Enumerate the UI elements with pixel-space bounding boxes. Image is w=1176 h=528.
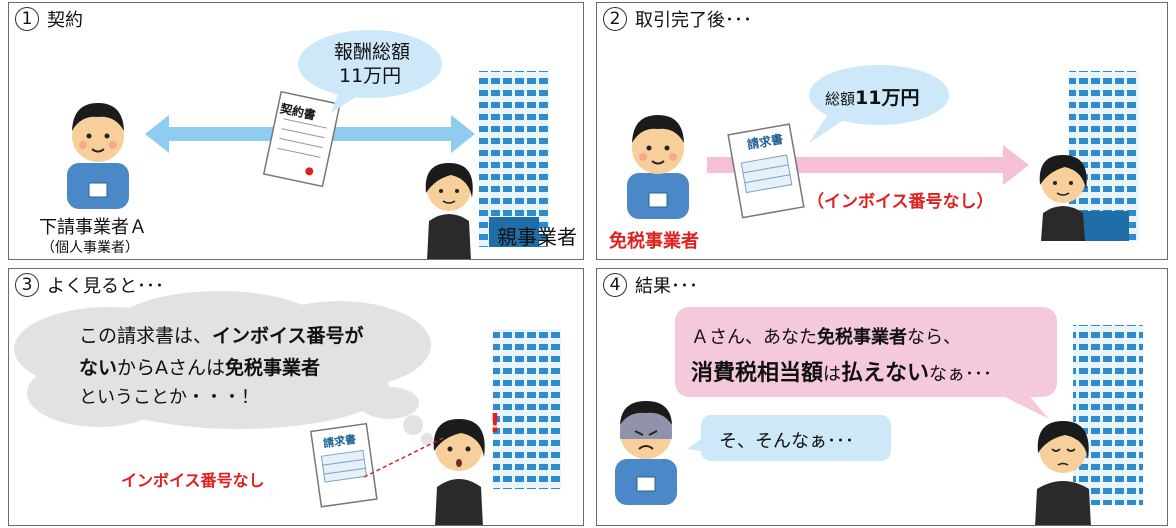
subcontractor-person-icon [67, 103, 129, 209]
thought-line1: この請求書は、インボイス番号が [79, 321, 363, 348]
parent-company-label: 親事業者 [497, 225, 577, 249]
step-number: 4 [603, 273, 627, 297]
invoice-document-icon [309, 422, 378, 508]
exempt-business-label: 免税事業者 [609, 231, 699, 252]
contract-document-icon [262, 90, 341, 188]
thought-line3: ということか・・・！ [79, 387, 259, 408]
dashed-pointer [363, 436, 446, 478]
freelancer-person-icon [627, 115, 689, 219]
thought-cloud [14, 291, 433, 445]
speech-l1c: なら、 [907, 327, 961, 348]
speech-l2d: なぁ･･･ [929, 364, 993, 385]
thought-l2a: ない [79, 357, 118, 379]
client-person-icon [1035, 421, 1091, 525]
blue-speech-bubble [687, 415, 891, 461]
thought-l1a: この請求書は、 [79, 325, 213, 347]
client-person-icon [1039, 155, 1087, 241]
speech-l2b: は [823, 364, 842, 385]
step-number: 3 [15, 273, 39, 297]
bubble-text: 総額11万円 [825, 83, 919, 110]
panel-title: 2 取引完了後･･･ [603, 6, 752, 32]
client-person-icon [433, 419, 485, 525]
result-scene [615, 307, 1143, 525]
panel-result: 4 結果･･･ Ａさん、あなた免税事業者なら、 消費税相当額は払えないなぁ･･･… [596, 268, 1168, 526]
contract-scene [67, 30, 549, 259]
thought-scene [14, 291, 561, 525]
panel-close-look: 3 よく見ると･･･ この請求書は、インボイス番号が ないからAさんは免税事業者… [8, 268, 584, 526]
speech-l2a: 消費税相当額 [691, 361, 824, 386]
panel-title-text: 結果･･･ [635, 276, 698, 297]
panel-after-transaction: 2 取引完了後･･･ 総額11万円 請求書 （インボイス番号なし） 免税事業者 [596, 2, 1168, 260]
panel-title-text: 契約 [47, 10, 83, 31]
speech-l1a: Ａさん、あなた [691, 327, 817, 348]
bubble-prefix: 総額 [825, 90, 856, 108]
subcontractor-name: 下請事業者Ａ [39, 217, 147, 238]
panel-title-text: 取引完了後･･･ [635, 10, 752, 31]
no-invoice-number-label: インボイス番号なし [121, 471, 265, 490]
thought-l2c: 免税事業者 [225, 357, 321, 379]
amount-speech-bubble [298, 30, 442, 113]
subcontractor-type: （個人事業者） [41, 240, 139, 256]
pink-speech-bubble [675, 307, 1057, 419]
thought-l1b: インボイス番号が [212, 325, 364, 347]
building-icon [1073, 325, 1143, 505]
amount-speech-bubble [809, 65, 949, 143]
freelancer-person-icon [615, 401, 677, 505]
bubble-amount: 11万円 [855, 87, 920, 109]
speech-line2: 消費税相当額は払えないなぁ･･･ [691, 355, 992, 387]
step-number: 1 [15, 7, 39, 31]
speech-line1: Ａさん、あなた免税事業者なら、 [691, 323, 961, 349]
reply-text: そ、そんなぁ･･･ [719, 431, 854, 452]
invoice-scene [627, 65, 1139, 241]
speech-l2c: 払えない [841, 361, 930, 386]
building-icon [479, 71, 549, 247]
parent-company-person-icon [425, 163, 473, 259]
building-icon [493, 329, 561, 489]
panel-title: 1 契約 [15, 6, 83, 32]
invoice-document-icon [727, 123, 805, 219]
panel-contract: 1 契約 報酬総額 11万円 契約書 下請事業者Ａ （個人事業者） 親事業者 [8, 2, 584, 260]
thought-l2b: からAさんは [117, 357, 226, 379]
panel-title: 3 よく見ると･･･ [15, 272, 164, 298]
exclamation-mark: ! [489, 409, 501, 439]
no-invoice-number-label: （インボイス番号なし） [807, 192, 994, 212]
step-number: 2 [603, 7, 627, 31]
bubble-line1: 報酬総額 [334, 41, 411, 63]
thought-line2: ないからAさんは免税事業者 [79, 353, 320, 380]
bubble-line2: 11万円 [339, 65, 402, 87]
speech-l1b: 免税事業者 [817, 327, 907, 348]
panel-title: 4 結果･･･ [603, 272, 698, 298]
panel-title-text: よく見ると･･･ [47, 276, 164, 297]
